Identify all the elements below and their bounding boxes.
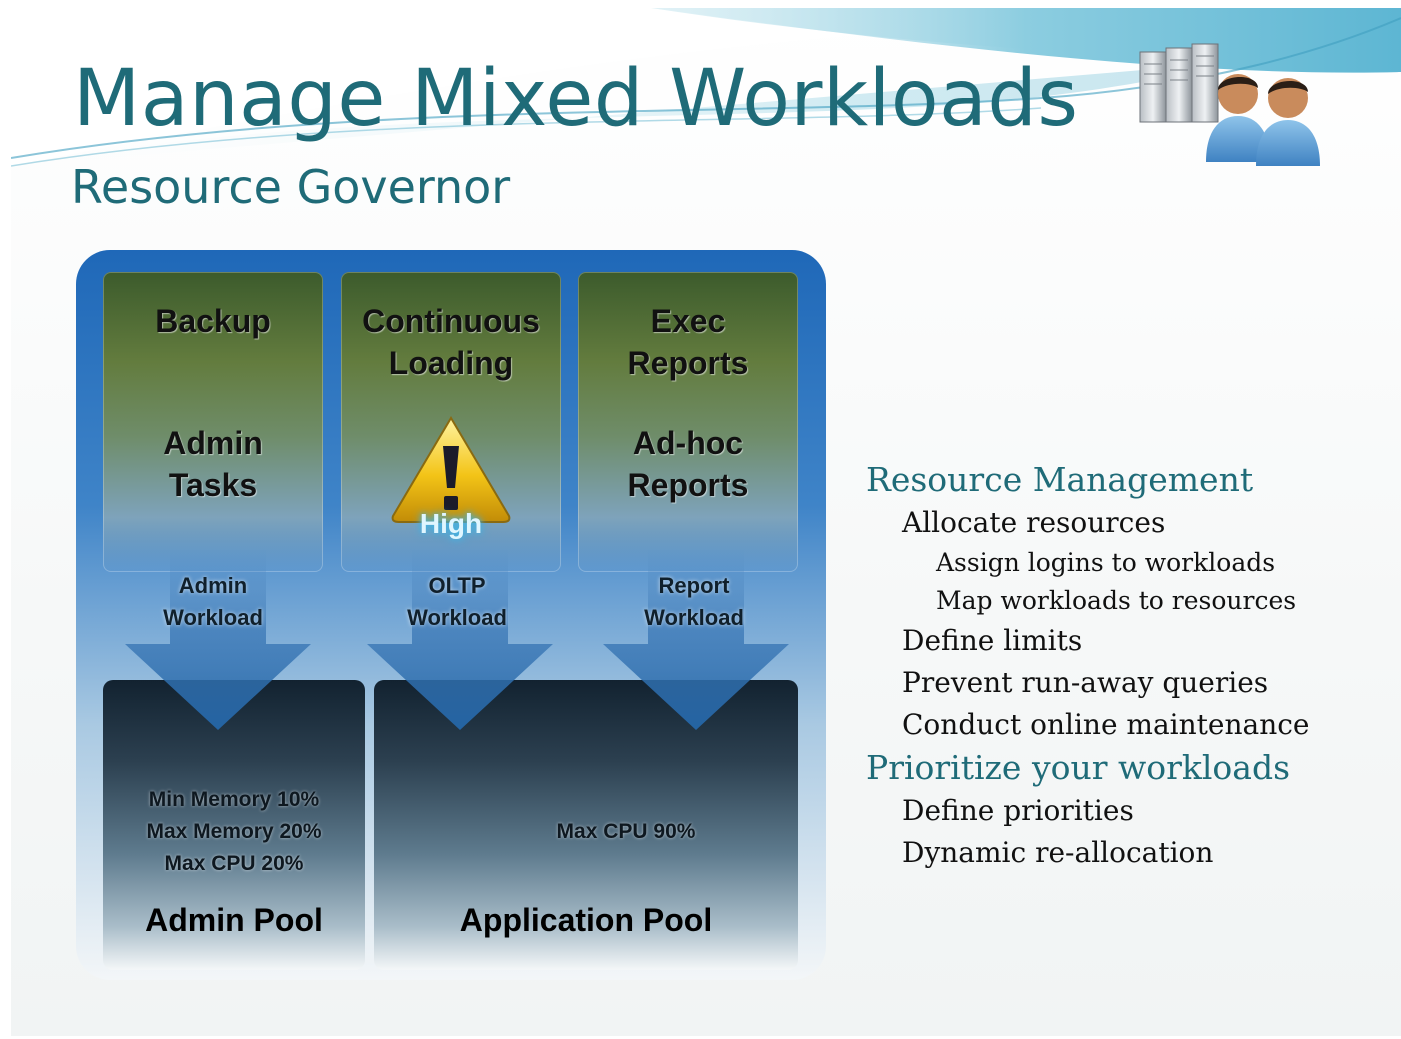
list-subitem: Assign logins to workloads xyxy=(936,548,1276,577)
workload-top-text: Exec Reports xyxy=(627,303,749,381)
workload-top-text: Continuous Loading xyxy=(362,303,540,381)
arrow-label-admin: Admin Workload xyxy=(163,573,263,630)
workload-bottom-text: Ad-hoc Reports xyxy=(627,425,749,503)
list-item: Dynamic re-allocation xyxy=(902,836,1214,869)
slide-subtitle: Resource Governor xyxy=(71,160,511,214)
arrow-report xyxy=(603,550,789,730)
priority-high-badge: High xyxy=(419,508,483,539)
arrow-label-report: Report Workload xyxy=(644,573,744,630)
workload-column-oltp: Continuous Loading High xyxy=(341,272,561,572)
list-item: Prevent run-away queries xyxy=(902,666,1269,699)
arrow-oltp xyxy=(367,550,553,730)
workload-arrows xyxy=(125,550,789,730)
workload-top-text: Backup xyxy=(155,303,271,339)
resource-management-list: Resource Management Allocate resources A… xyxy=(866,458,1309,874)
workload-column-admin: Backup Admin Tasks xyxy=(103,272,323,572)
pool-limits: Max CPU 90% xyxy=(556,820,696,843)
slide: Manage Mixed Workloads Resource Governor… xyxy=(11,8,1401,1036)
list-heading: Prioritize your workloads xyxy=(866,748,1291,787)
list-item: Define priorities xyxy=(902,794,1134,827)
arrow-admin xyxy=(125,550,311,730)
warning-triangle-icon xyxy=(391,416,511,523)
pool-name: Application Pool xyxy=(459,902,713,938)
servers-users-icon xyxy=(1139,43,1320,166)
list-heading: Resource Management xyxy=(866,460,1254,499)
pool-application: Max CPU 90% Application Pool xyxy=(374,680,798,970)
slide-title: Manage Mixed Workloads xyxy=(73,54,1079,144)
list-item: Conduct online maintenance xyxy=(902,708,1310,741)
resource-governor-diagram: Backup Admin Tasks Continuous Loading Hi… xyxy=(76,250,826,980)
pool-name: Admin Pool xyxy=(145,902,323,938)
arrow-label-oltp: OLTP Workload xyxy=(407,573,507,630)
pool-admin: Min Memory 10% Max Memory 20% Max CPU 20… xyxy=(103,680,365,970)
list-item: Allocate resources xyxy=(902,506,1166,539)
pool-limits: Min Memory 10% Max Memory 20% Max CPU 20… xyxy=(146,788,322,875)
list-item: Define limits xyxy=(902,624,1083,657)
list-subitem: Map workloads to resources xyxy=(936,586,1297,615)
workload-bottom-text: Admin Tasks xyxy=(163,425,263,503)
workload-column-report: Exec Reports Ad-hoc Reports xyxy=(578,272,798,572)
